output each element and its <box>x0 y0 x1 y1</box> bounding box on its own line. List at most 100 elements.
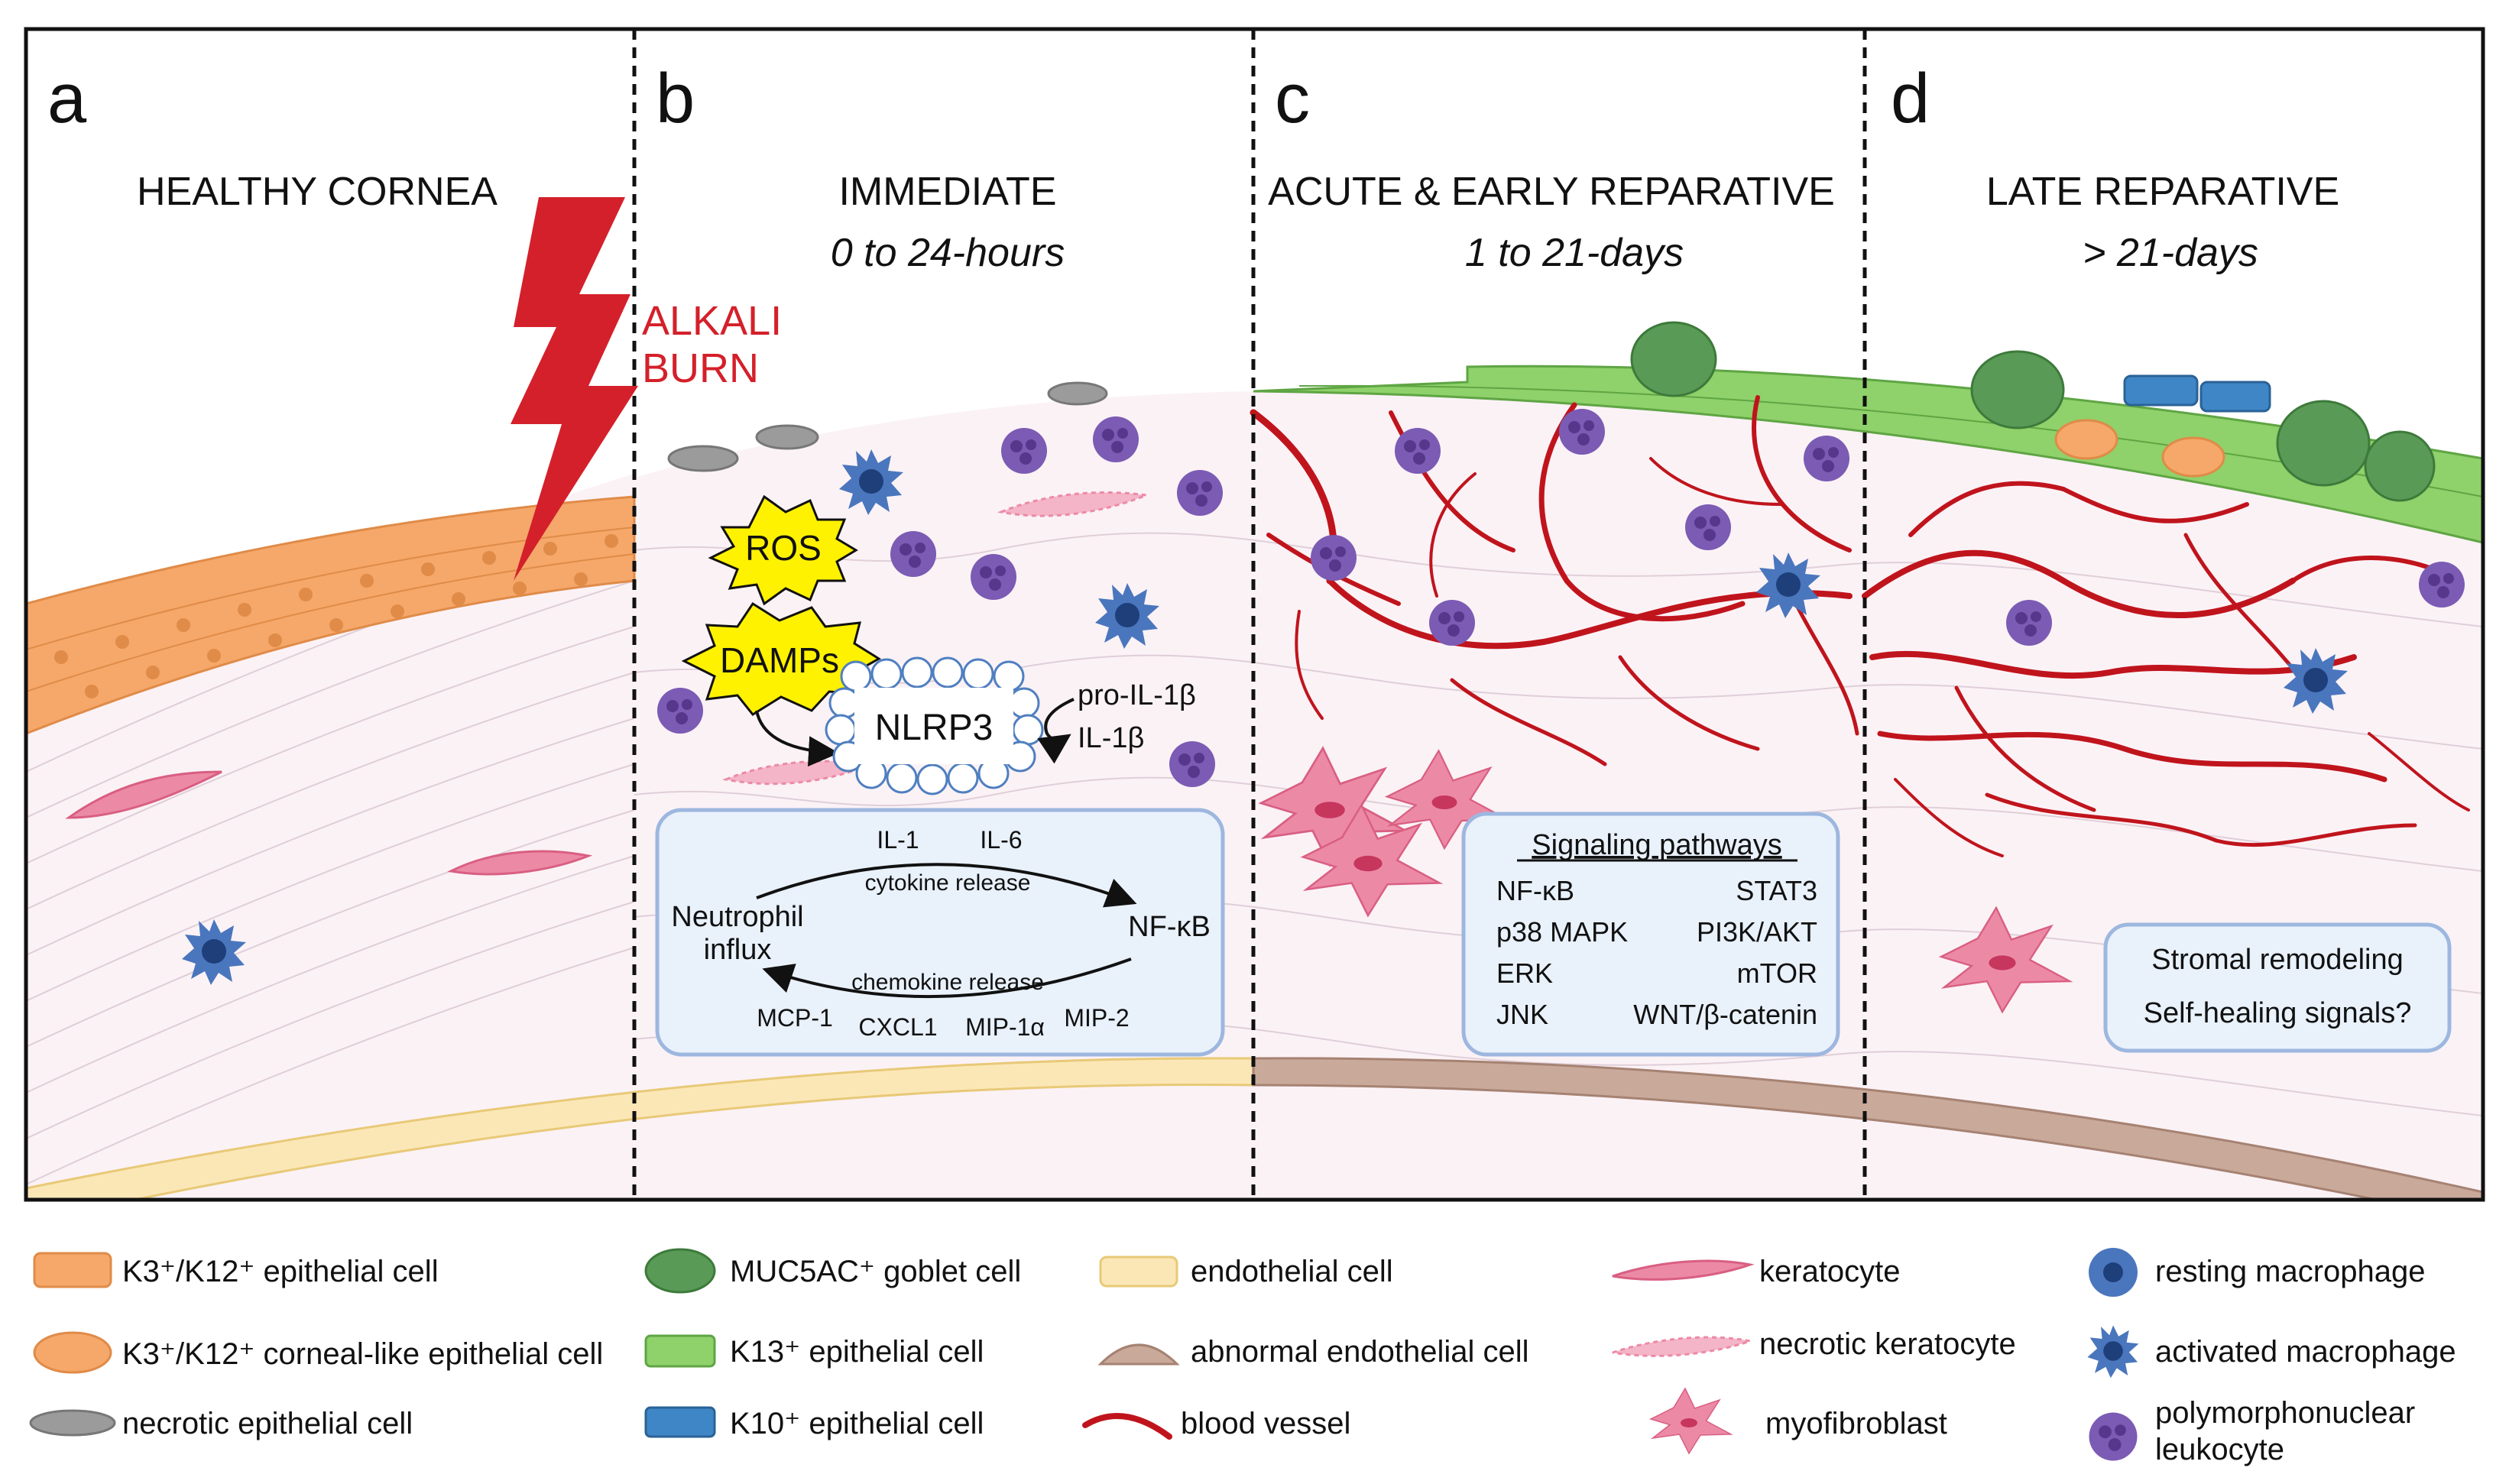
k13-epithelial-swatch-icon <box>644 1334 716 1368</box>
damps-burst-icon <box>681 601 881 716</box>
mip1a-label: MIP-1α <box>965 1013 1045 1041</box>
signaling-left-2: ERK <box>1496 957 1553 989</box>
k10-cells <box>2123 374 2271 413</box>
legend-label: activated macrophage <box>2155 1335 2456 1369</box>
legend-item-keratocyte: keratocyte <box>1612 1255 1901 1288</box>
legend-item-endothelial: endothelial cell <box>1099 1255 1393 1288</box>
legend-item-abnormal-endothelial: abnormal endothelial cell <box>1097 1335 1529 1369</box>
self-healing-label: Self-healing signals? <box>2144 997 2412 1029</box>
mcp1-label: MCP-1 <box>757 1004 833 1032</box>
signaling-right-3: WNT/β-catenin <box>1633 999 1817 1030</box>
ros-label: ROS <box>745 528 822 568</box>
neutrophil-label-1: Neutrophil <box>671 901 803 933</box>
signaling-right-2: mTOR <box>1737 957 1817 989</box>
goblet-cell-swatch-icon <box>644 1248 716 1294</box>
panel-letter-b: b <box>656 60 695 138</box>
signaling-title: Signaling pathways <box>1532 829 1781 861</box>
panel-subtitle-b: 0 to 24-hours <box>831 231 1065 275</box>
legend-item-k13-epithelial: K13⁺ epithelial cell <box>644 1334 984 1369</box>
legend-item-k3k12-epithelial: K3⁺/K12⁺ epithelial cell <box>33 1252 439 1288</box>
stromal-remodeling-label: Stromal remodeling <box>2151 944 2403 976</box>
mip2-label: MIP-2 <box>1064 1004 1129 1032</box>
chemokine-arrow <box>762 957 1132 999</box>
nlrp3-inflammasome <box>825 656 1044 795</box>
endothelial-swatch-icon <box>1099 1256 1178 1288</box>
signaling-right-1: PI3K/AKT <box>1697 916 1817 948</box>
ros-burst-icon <box>708 494 858 606</box>
legend-label: MUC5AC⁺ goblet cell <box>730 1255 1021 1288</box>
legend-label: resting macrophage <box>2155 1255 2426 1288</box>
signaling-left-3: JNK <box>1496 999 1548 1030</box>
legend-item-pmn-leukocyte: polymorphonuclear leukocyte <box>2089 1396 2423 1466</box>
legend-label: necrotic epithelial cell <box>122 1407 413 1440</box>
epithelium-a-nuclei <box>54 534 618 698</box>
nlrp3-label: NLRP3 <box>875 708 994 748</box>
scene <box>26 321 2483 1200</box>
legend-item-k3k12-corneal-like: K3⁺/K12⁺ corneal-like epithelial cell <box>33 1331 603 1374</box>
legend-label: keratocyte <box>1759 1255 1901 1288</box>
legend-label: K3⁺/K12⁺ corneal-like epithelial cell <box>122 1337 603 1371</box>
legend-label: abnormal endothelial cell <box>1191 1335 1529 1369</box>
legend-label: K13⁺ epithelial cell <box>730 1335 984 1369</box>
legend-label: polymorphonuclear leukocyte <box>2155 1396 2423 1466</box>
signaling-right-0: STAT3 <box>1736 875 1817 906</box>
keratocyte-swatch-icon <box>1612 1259 1755 1281</box>
cytokine-arrow <box>756 863 1137 908</box>
late-reparative-box <box>2103 922 2452 1053</box>
cytokine-release-label: cytokine release <box>865 870 1031 896</box>
necrotic-keratocytes <box>721 491 1151 786</box>
panel-subtitle-d: > 21-days <box>2083 231 2258 275</box>
goblet-cells <box>1630 321 2436 502</box>
signaling-left-0: NF-κB <box>1496 875 1574 906</box>
alkali-label: ALKALI <box>642 298 782 344</box>
damps-label: DAMPs <box>720 640 839 680</box>
corneal-like-cells <box>2054 419 2225 478</box>
legend-item-myofibroblast: myofibroblast <box>1650 1388 1947 1454</box>
abnormal-endothelial-swatch-icon <box>1097 1343 1180 1366</box>
epithelium-a-cells <box>26 527 635 692</box>
pmn-label-line-1: polymorphonuclear <box>2155 1396 2415 1430</box>
panel-title-c: ACUTE & EARLY REPARATIVE <box>1268 170 1835 214</box>
pro-il1b-label: pro-IL-1β <box>1078 679 1196 711</box>
pmn-leukocyte-swatch-icon <box>2089 1412 2138 1461</box>
legend-item-resting-macrophage: resting macrophage <box>2089 1248 2426 1297</box>
signaling-left-1: p38 MAPK <box>1496 916 1628 948</box>
legend-item-necrotic-epithelial: necrotic epithelial cell <box>29 1407 413 1440</box>
panel-title-a: HEALTHY CORNEA <box>137 170 498 214</box>
chemokine-release-label: chemokine release <box>851 970 1044 995</box>
abnormal-endothelium-c-d <box>1252 1057 2483 1200</box>
legend-item-k10-epithelial: K10⁺ epithelial cell <box>644 1406 984 1440</box>
k10-epithelial-swatch-icon <box>644 1406 716 1438</box>
pmn-label-line-2: leukocyte <box>2155 1433 2284 1466</box>
resting-macrophage-swatch-icon <box>2089 1248 2138 1297</box>
necrotic-keratocyte-swatch-icon <box>1612 1336 1755 1357</box>
necrotic-epithelial-cells <box>667 381 1108 472</box>
lightning-bolt-icon <box>511 197 638 581</box>
nfkb-label-box: NF-κB <box>1128 911 1211 943</box>
legend-label: myofibroblast <box>1765 1407 1947 1440</box>
legend-item-necrotic-keratocyte: necrotic keratocyte <box>1612 1327 2016 1361</box>
legend-item-muc5ac-goblet: MUC5AC⁺ goblet cell <box>644 1248 1021 1294</box>
damps-to-nlrp3-arrow <box>755 710 839 767</box>
panel-letter-a: a <box>47 60 87 138</box>
cytokine-box <box>655 808 1225 1057</box>
legend-label: endothelial cell <box>1191 1255 1393 1288</box>
activated-macrophage-swatch-icon <box>2087 1325 2139 1379</box>
il1b-conversion-arrow <box>1037 698 1075 764</box>
panel-dividers <box>632 29 1867 1200</box>
panel-letter-d: d <box>1891 60 1930 138</box>
il1b-label: IL-1β <box>1078 722 1144 754</box>
legend-label: K3⁺/K12⁺ epithelial cell <box>122 1255 439 1288</box>
panel-title-d: LATE REPARATIVE <box>1986 170 2339 214</box>
legend-item-blood-vessel: blood vessel <box>1082 1407 1350 1440</box>
panel-letter-c: c <box>1275 60 1310 138</box>
keratocytes <box>65 770 593 876</box>
cxcl1-label: CXCL1 <box>858 1013 937 1041</box>
blood-vessels-late <box>1862 481 2470 857</box>
legend: K3⁺/K12⁺ epithelial cell K3⁺/K12⁺ cornea… <box>29 1248 2456 1466</box>
k3k12-corneal-like-swatch-icon <box>33 1331 112 1374</box>
neutrophil-label-2: influx <box>704 934 772 966</box>
myofibroblast-swatch-icon <box>1650 1388 1732 1454</box>
signaling-box <box>1461 812 1840 1057</box>
